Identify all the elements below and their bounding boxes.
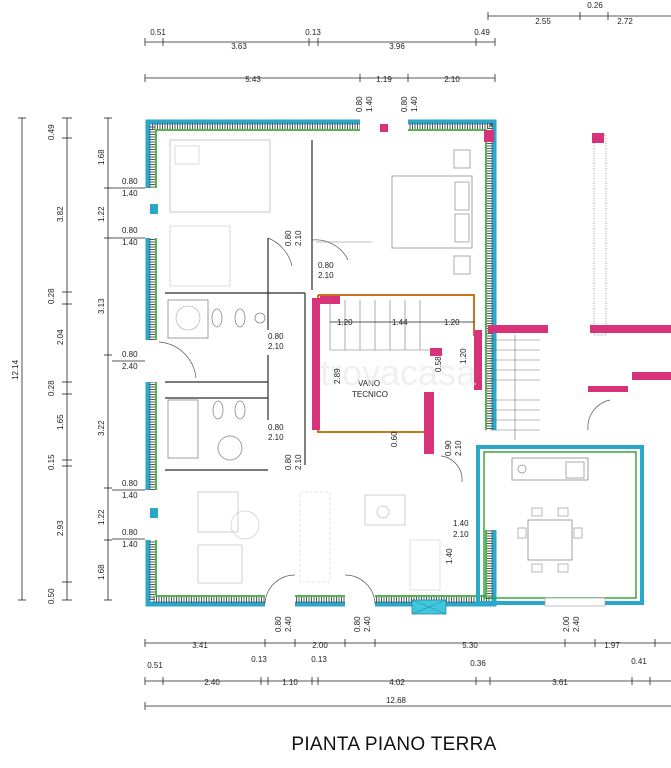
dim-b1-3: 1.97 (604, 641, 620, 650)
dim-inner-3: 3.13 (97, 298, 106, 314)
dim-top1-1: 3.63 (231, 42, 247, 51)
dim-b2-4: 0.41 (631, 657, 647, 666)
door-bottom-2 (345, 595, 375, 609)
door-bottom-1 (265, 595, 295, 609)
building: VANO TECNICO trovacasa (145, 118, 671, 615)
dim-b1-1: 2.00 (312, 641, 328, 650)
dim-stair-1: 1.20 (337, 318, 353, 327)
dim-b2-2: 0.13 (311, 655, 327, 664)
dim-inner-6: 1.68 (97, 564, 106, 580)
top-dimensions: 0.26 2.55 2.72 0.51 3.63 0.13 3.96 0.49 … (144, 1, 671, 112)
dim-niche: 0.60 (390, 431, 399, 447)
dim-bo2-a: 0.80 (353, 616, 362, 632)
dim-b2-3: 0.36 (470, 659, 486, 668)
dim-left-8: 2.93 (56, 520, 65, 536)
dim-hall-door-a: 0.80 (284, 454, 293, 470)
dim-left-4: 2.04 (56, 329, 65, 345)
dim-bo3-a: 2.00 (562, 616, 571, 632)
dim-inner-2: 1.22 (97, 206, 106, 222)
dim-total: 12.68 (386, 696, 407, 705)
dim-bed-door-a: 0.80 (284, 230, 293, 246)
dim-left-9: 0.50 (47, 588, 56, 604)
dim-stair-2: 1.44 (392, 318, 408, 327)
dim-b2-1: 0.13 (251, 655, 267, 664)
dim-left-total: 12.14 (11, 359, 20, 380)
dim-lo5-b: 1.40 (122, 540, 138, 549)
dim-tech-v: 0.58 (434, 356, 443, 372)
dim-b3-3: 3.61 (552, 678, 568, 687)
door-left-entrance (145, 340, 159, 382)
left-dimensions: 12.14 0.49 3.82 0.28 2.04 0.28 1.65 0.15… (11, 117, 150, 604)
dim-win1-a: 0.80 (355, 96, 364, 112)
dim-left-3: 0.28 (47, 288, 56, 304)
dim-kitchen-side: 1.40 (445, 548, 454, 564)
plan-title: PIANTA PIANO TERRA (291, 734, 496, 755)
dim-bed-door-b: 2.10 (294, 230, 303, 246)
dim-lo2-b: 1.40 (122, 238, 138, 247)
dim-b3-0: 2.40 (204, 678, 220, 687)
dim-bath2-door-b: 2.10 (268, 433, 284, 442)
dim-lo2-a: 0.80 (122, 226, 138, 235)
dim-top-2: 2.72 (617, 17, 633, 26)
dim-top2-2: 2.10 (444, 75, 460, 84)
dim-lo3-a: 0.80 (122, 350, 138, 359)
dim-b1-2: 5.30 (462, 641, 478, 650)
dim-left-6: 1.65 (56, 414, 65, 430)
dim-inner-4: 3.22 (97, 420, 106, 436)
dim-hall-door-b: 2.10 (294, 454, 303, 470)
dim-top2-1: 1.19 (376, 75, 392, 84)
dim-b2-0: 0.51 (147, 661, 163, 670)
tech-room-label-1: VANO (358, 379, 380, 388)
dim-b3-2: 4.02 (389, 678, 405, 687)
dim-kitchen-door-a: 0.90 (444, 440, 453, 456)
dim-left-5: 0.28 (47, 380, 56, 396)
dim-stair-3: 1.20 (444, 318, 460, 327)
dim-lo4-b: 1.40 (122, 491, 138, 500)
dim-bo1-b: 2.40 (284, 616, 293, 632)
dim-bath1-door-b: 2.10 (268, 342, 284, 351)
dim-lo3-b: 2.40 (122, 362, 138, 371)
dim-left-2: 3.82 (56, 206, 65, 222)
dim-pass-b: 2.10 (453, 530, 469, 539)
dim-top-1: 2.55 (535, 17, 551, 26)
inner-dimensions: 0.80 2.10 0.80 2.10 0.80 2.10 0.80 2.10 … (268, 230, 474, 564)
dim-tech-v2: 1.20 (459, 348, 468, 364)
dim-lo5-a: 0.80 (122, 528, 138, 537)
dim-kitchen-door-b: 2.10 (454, 440, 463, 456)
dim-left-7: 0.15 (47, 454, 56, 470)
dim-pass-a: 1.40 (453, 519, 469, 528)
bottom-dimensions: 0.80 2.40 0.80 2.40 2.00 2.40 3.41 2.00 … (144, 616, 671, 710)
dim-b3-1: 1.10 (282, 678, 298, 687)
stairs (329, 300, 540, 440)
dim-lo4-a: 0.80 (122, 479, 138, 488)
dim-win2-a: 0.80 (400, 96, 409, 112)
dim-lo1-b: 1.40 (122, 189, 138, 198)
dim-bath1-door-a: 0.80 (268, 332, 284, 341)
dim-top2-0: 5.43 (245, 75, 261, 84)
dim-top-0: 0.26 (587, 1, 603, 10)
dim-inner-1: 1.68 (97, 149, 106, 165)
watermark: trovacasa (320, 352, 477, 393)
dim-left-1: 0.49 (47, 124, 56, 140)
dim-bath2-door-a: 0.80 (268, 423, 284, 432)
dim-b1-0: 3.41 (192, 641, 208, 650)
dim-bed2-door-b: 2.10 (318, 271, 334, 280)
dim-lo1-a: 0.80 (122, 177, 138, 186)
dim-win2-b: 1.40 (410, 96, 419, 112)
dim-bo2-b: 2.40 (363, 616, 372, 632)
dim-inner-5: 1.22 (97, 509, 106, 525)
kitchen-side-opening (485, 430, 499, 530)
dim-tech-h: 2.89 (333, 368, 342, 384)
outer-ticks (62, 117, 72, 601)
dim-bo1-a: 0.80 (274, 616, 283, 632)
dim-bo3-b: 2.40 (572, 616, 581, 632)
dim-top1-3: 3.96 (389, 42, 405, 51)
tech-room-label-2: TECNICO (352, 390, 388, 399)
dim-win1-b: 1.40 (365, 96, 374, 112)
dim-top1-4: 0.49 (474, 28, 490, 37)
dim-top1-2: 0.13 (305, 28, 321, 37)
dim-top1-0: 0.51 (150, 28, 166, 37)
dim-bed2-door-a: 0.80 (318, 261, 334, 270)
